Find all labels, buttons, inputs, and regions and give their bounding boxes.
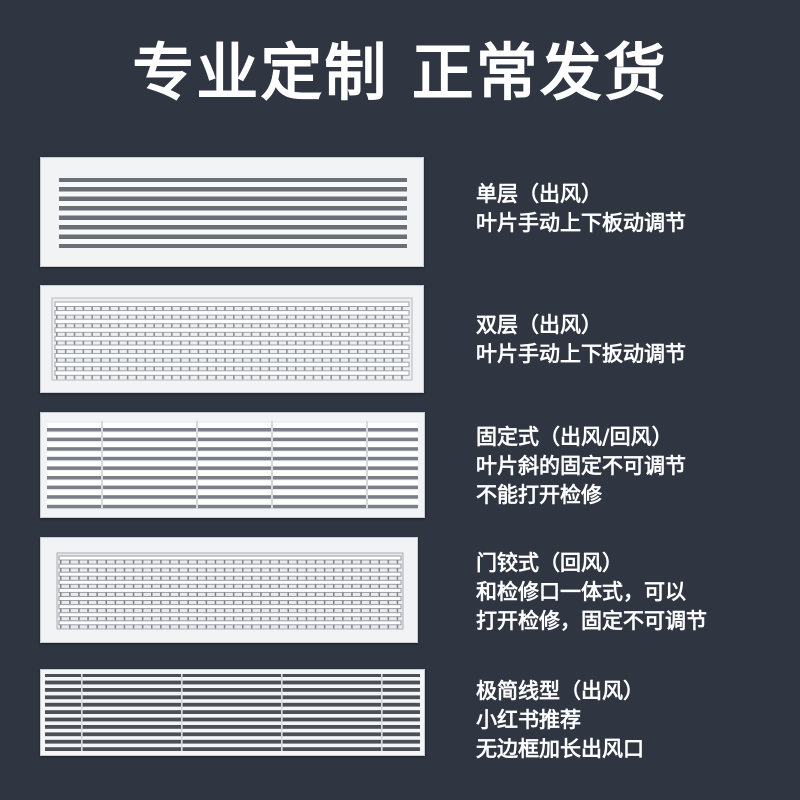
single-layer-vent-image xyxy=(40,157,424,267)
hinged-vent-description: 门铰式（回风） 和检修口一体式，可以 打开检修，固定不可调节 xyxy=(476,549,707,636)
fixed-vent-image xyxy=(40,412,425,518)
product-detail: 小红书推荐 xyxy=(476,708,581,732)
product-name: 极简线型（出风） xyxy=(476,679,644,703)
product-name: 双层（出风） xyxy=(476,313,602,337)
product-detail: 和检修口一体式，可以 xyxy=(476,580,686,604)
product-detail: 打开检修，固定不可调节 xyxy=(476,609,707,633)
linear-vent-description: 极简线型（出风） 小红书推荐 无边框加长出风口 xyxy=(476,677,644,764)
product-name: 门铰式（回风） xyxy=(476,551,623,575)
double-layer-vent-image xyxy=(40,285,424,393)
headline: 专业定制 正常发货 xyxy=(132,36,668,109)
hinged-vent-image xyxy=(40,537,418,643)
product-detail: 不能打开检修 xyxy=(476,483,602,507)
product-detail: 叶片手动上下板动调节 xyxy=(476,211,686,235)
single-layer-description: 单层（出风） 叶片手动上下板动调节 xyxy=(476,180,686,238)
product-detail: 叶片手动上下扳动调节 xyxy=(476,342,686,366)
linear-vent-image xyxy=(40,669,425,756)
fixed-vent-description: 固定式（出风/回风） 叶片斜的固定不可调节 不能打开检修 xyxy=(476,423,686,510)
double-layer-description: 双层（出风） 叶片手动上下扳动调节 xyxy=(476,311,686,369)
product-name: 单层（出风） xyxy=(476,182,602,206)
product-name: 固定式（出风/回风） xyxy=(476,425,673,449)
product-detail: 无边框加长出风口 xyxy=(476,737,644,761)
product-detail: 叶片斜的固定不可调节 xyxy=(476,454,686,478)
